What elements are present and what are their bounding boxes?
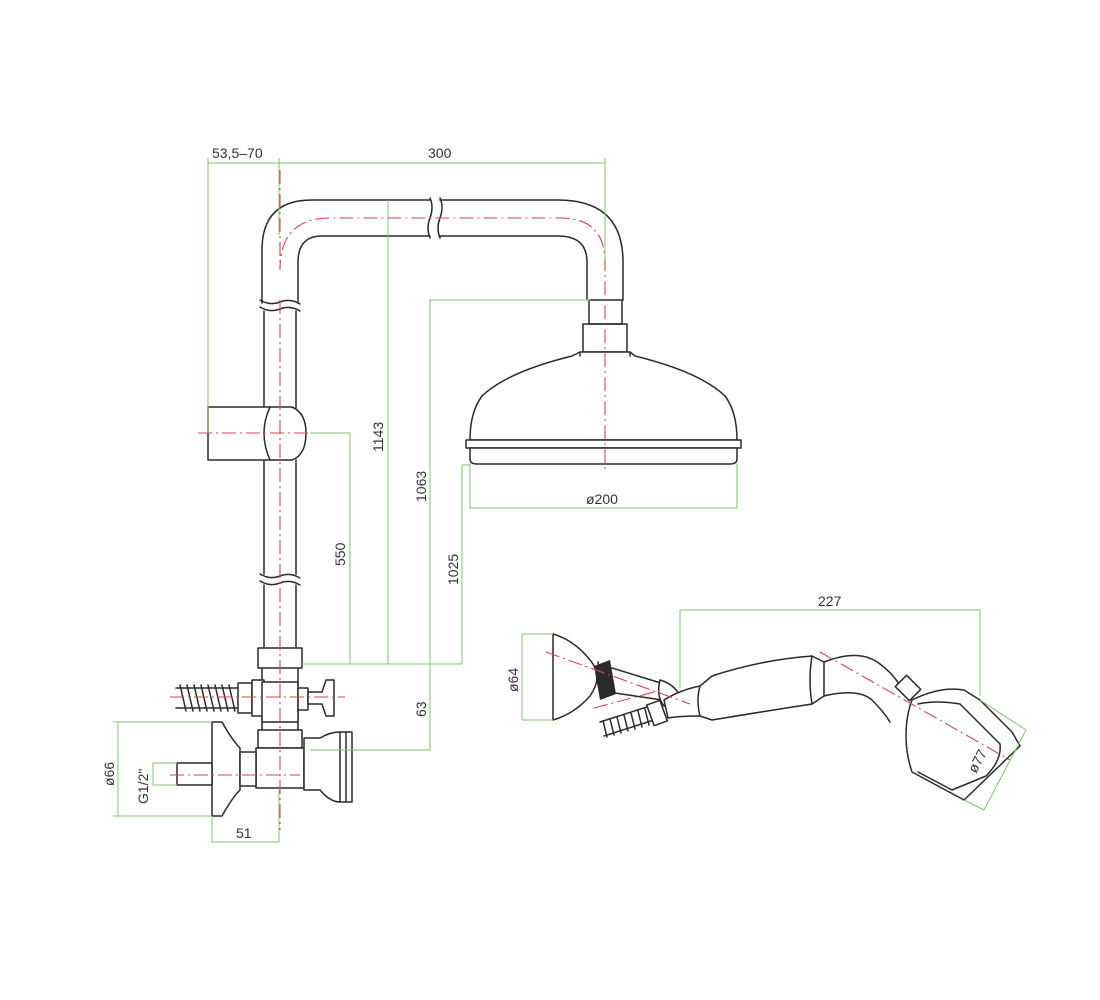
dim-inlet-projection: 51: [236, 825, 252, 841]
dim-head-diameter: ø200: [586, 491, 618, 507]
centerlines: [170, 170, 1011, 830]
dim-holder-diameter: ø64: [505, 668, 521, 692]
dim-head-height: 1063: [413, 471, 429, 502]
dim-outlet-offset: 63: [413, 701, 429, 717]
dim-slider-height: 550: [332, 542, 348, 566]
diverter-valve: [175, 679, 353, 817]
arm-connector: [582, 299, 628, 353]
dim-rose-diameter: ø66: [101, 762, 117, 786]
dimension-labels: 53,5–70 300 1143 1063 1025 550 63 ø200 ø…: [101, 145, 990, 841]
dim-head-face-height: 1025: [445, 554, 461, 585]
dim-wall-offset: 53,5–70: [212, 145, 263, 161]
dim-arm-projection: 300: [428, 145, 452, 161]
dimension-lines: [113, 158, 1027, 843]
hand-shower: [552, 633, 1021, 801]
dim-inlet-thread: G1/2": [135, 769, 151, 804]
dim-total-height: 1143: [370, 422, 386, 452]
overhead-shower-head: [465, 351, 742, 465]
dim-handset-length: 227: [818, 593, 842, 609]
